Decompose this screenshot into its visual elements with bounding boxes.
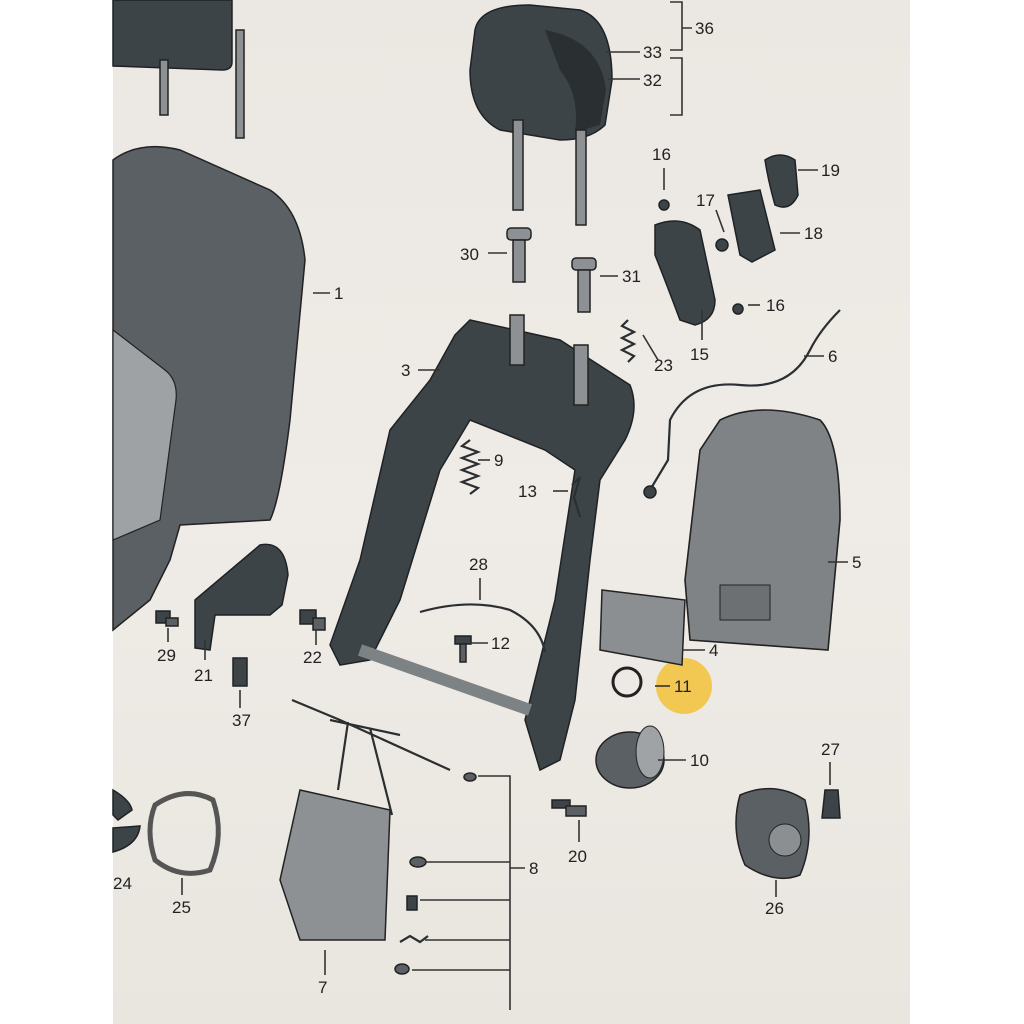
callout-15: 15 [690, 345, 709, 364]
ring-25 [147, 791, 221, 876]
cable-6 [649, 309, 841, 491]
callout-25: 25 [172, 898, 191, 917]
bolt-29 [155, 610, 179, 627]
callout-3: 3 [401, 361, 410, 380]
callout-7: 7 [318, 978, 327, 997]
cable-28 [419, 603, 547, 653]
callout-27: 27 [821, 740, 840, 759]
headrest-guide-31 [571, 257, 597, 313]
callout-29: 29 [157, 646, 176, 665]
callout-16-top: 16 [652, 145, 671, 164]
leader-lines [167, 1, 848, 1010]
callout-5: 5 [852, 553, 861, 572]
cover-26-hole [768, 823, 802, 857]
callout-24: 24 [113, 874, 132, 893]
headrest-left-partial [112, 0, 245, 139]
callout-11: 11 [674, 677, 692, 696]
part-24-lower [112, 825, 141, 853]
clip-37 [232, 657, 248, 687]
clip-13 [571, 476, 582, 518]
lumbar-support-7 [279, 698, 451, 941]
callout-12: 12 [491, 634, 510, 653]
cap-27 [821, 789, 841, 819]
bracket-21 [194, 543, 289, 651]
seat-back-cover [112, 145, 306, 632]
backrest-frame [329, 314, 635, 772]
callout-18: 18 [804, 224, 823, 243]
headrest-guide-30 [506, 227, 532, 283]
knob-10 [595, 725, 665, 789]
callout-16-side: 16 [766, 296, 785, 315]
callout-22: 22 [303, 648, 322, 667]
callout-17: 17 [696, 191, 715, 210]
callout-26: 26 [765, 899, 784, 918]
headrest [469, 4, 613, 226]
part-24 [112, 788, 133, 821]
callout-13: 13 [518, 482, 537, 501]
highlight-marker [656, 658, 712, 714]
callout-19: 19 [821, 161, 840, 180]
spring-23 [619, 319, 637, 363]
lumbar-adjuster-housing [654, 154, 799, 326]
bolt-22 [299, 609, 326, 631]
callout-6: 6 [828, 347, 837, 366]
panel-clip [719, 584, 771, 621]
callout-23: 23 [654, 356, 673, 375]
callout-21: 21 [194, 666, 213, 685]
callout-32: 32 [643, 71, 662, 90]
callout-33: 33 [643, 43, 662, 62]
callout-9: 9 [494, 451, 503, 470]
pad-4 [599, 589, 686, 666]
callout-1: 1 [334, 284, 343, 303]
bolt-12 [454, 635, 472, 663]
callout-37: 37 [232, 711, 251, 730]
callout-28: 28 [469, 555, 488, 574]
gear-11 [611, 666, 643, 698]
callout-30: 30 [460, 245, 479, 264]
callout-4: 4 [709, 641, 718, 660]
callout-20: 20 [568, 847, 587, 866]
bolt-20 [551, 799, 587, 817]
hardware-8 [394, 772, 477, 975]
spring-9 [458, 439, 482, 495]
callout-31: 31 [622, 267, 641, 286]
callout-36: 36 [695, 19, 714, 38]
cable-end [643, 485, 657, 499]
callout-10: 10 [690, 751, 709, 770]
callout-8: 8 [529, 859, 538, 878]
